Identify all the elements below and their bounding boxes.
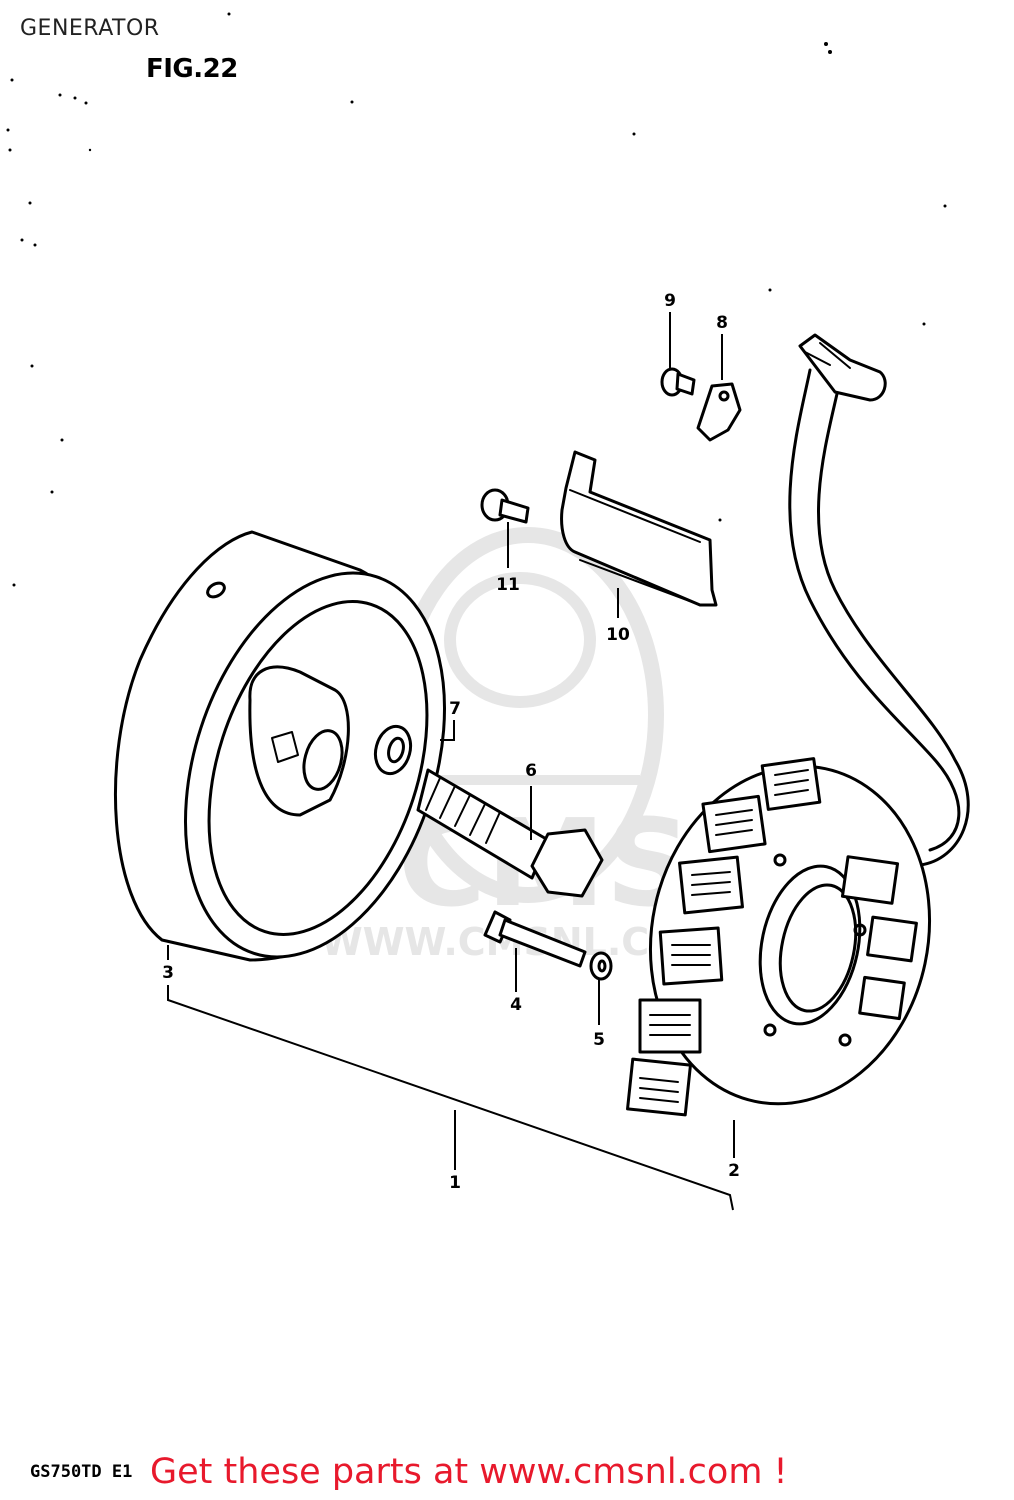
lead-wire-cover — [560, 450, 718, 607]
rotor-inner-rim — [207, 600, 429, 936]
rotor — [114, 530, 446, 962]
callout-leaders — [167, 312, 735, 1211]
rotor-hub — [248, 665, 350, 817]
callout-7: 7 — [449, 699, 461, 719]
screw-9 — [660, 367, 696, 397]
callout-8: 8 — [716, 313, 728, 333]
stator-screw — [483, 910, 587, 968]
rotor-key — [271, 731, 299, 763]
callout-1: 1 — [449, 1173, 461, 1193]
callout-2: 2 — [728, 1161, 740, 1181]
rotor-hole — [206, 581, 226, 599]
rotor-hub-bore — [302, 729, 344, 791]
watermark-mascot-face — [444, 572, 596, 708]
callout-9: 9 — [664, 291, 676, 311]
washer-7 — [373, 724, 413, 776]
washer-5 — [589, 951, 613, 981]
stator — [626, 757, 932, 1117]
callout-6: 6 — [525, 761, 537, 781]
clamp — [696, 382, 742, 442]
figure-label: FIG.22 — [146, 54, 238, 84]
callout-labels: 1 2 3 4 5 6 7 8 9 10 11 — [162, 291, 740, 1193]
callout-10: 10 — [606, 625, 630, 645]
callout-3: 3 — [162, 963, 174, 983]
rotor-bolt — [416, 768, 604, 898]
model-code: GS750TD E1 — [30, 1462, 133, 1482]
screw-11 — [480, 488, 530, 524]
scan-speckles — [6, 12, 947, 587]
lead-wire — [788, 333, 970, 867]
callout-11: 11 — [496, 575, 520, 595]
page-title: GENERATOR — [20, 16, 160, 41]
callout-4: 4 — [510, 995, 522, 1015]
cta-link[interactable]: Get these parts at www.cmsnl.com ! — [150, 1452, 788, 1492]
callout-5: 5 — [593, 1030, 605, 1050]
